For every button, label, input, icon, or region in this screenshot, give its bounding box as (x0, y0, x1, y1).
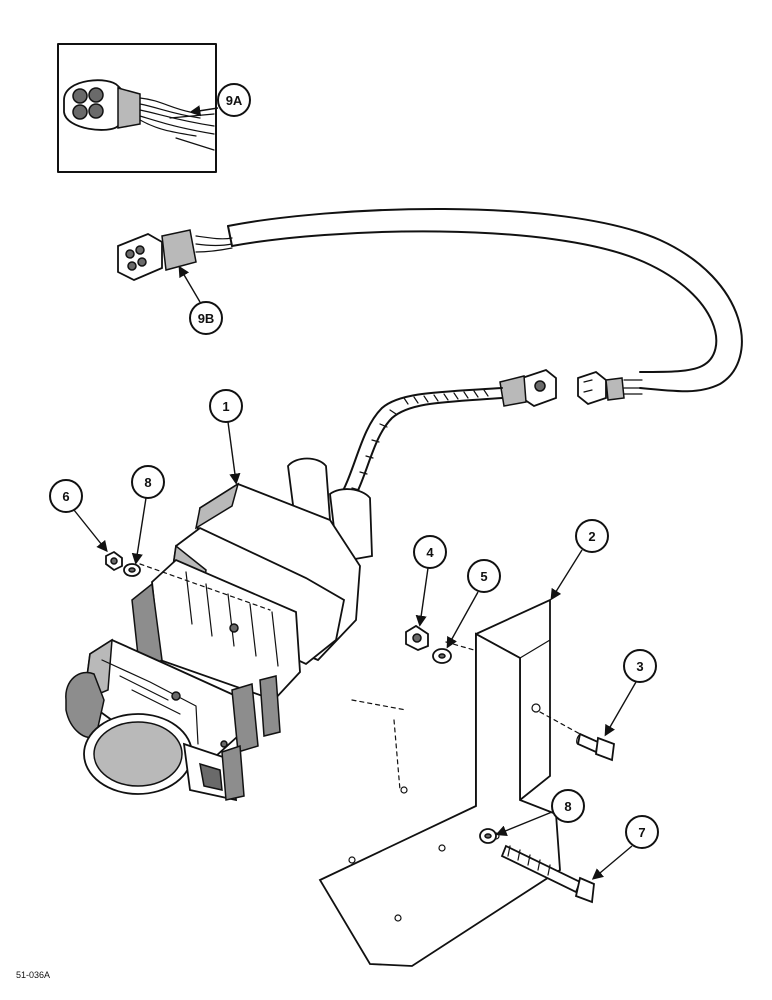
svg-text:9B: 9B (198, 311, 215, 326)
mounting-bracket-2 (318, 598, 561, 967)
callout-4: 4 (413, 535, 447, 627)
callout-8-lower: 8 (495, 789, 585, 837)
switch-assembly-1 (65, 457, 373, 802)
callout-8-upper: 8 (131, 465, 165, 565)
svg-text:1: 1 (222, 399, 229, 414)
figure-id: 51-036A (16, 970, 51, 980)
nut-4 (405, 624, 429, 651)
bolt-7 (500, 844, 595, 904)
callout-2: 2 (550, 519, 609, 601)
callout-6: 6 (49, 479, 108, 553)
callout-5: 5 (446, 559, 501, 649)
svg-text:7: 7 (638, 825, 645, 840)
svg-text:4: 4 (426, 545, 434, 560)
washer-8-lower (479, 828, 497, 844)
nut-6 (105, 550, 123, 572)
svg-text:2: 2 (588, 529, 595, 544)
svg-text:9A: 9A (226, 93, 243, 108)
washer-5 (432, 648, 452, 664)
switch-lead-wire (337, 387, 503, 507)
svg-text:8: 8 (144, 475, 151, 490)
svg-text:8: 8 (564, 799, 571, 814)
callout-7: 7 (591, 815, 659, 880)
callout-3: 3 (604, 649, 657, 737)
callout-9a: 9A (189, 83, 251, 117)
inline-connector-pair (499, 368, 643, 408)
svg-text:5: 5 (480, 569, 487, 584)
svg-text:3: 3 (636, 659, 643, 674)
inset-connector-9a (57, 43, 217, 173)
bolt-3 (576, 732, 615, 762)
callout-9b: 9B (178, 265, 223, 335)
harness-9b (117, 208, 743, 393)
callout-1: 1 (209, 389, 243, 485)
washer-8-upper (123, 563, 141, 577)
svg-text:6: 6 (62, 489, 69, 504)
